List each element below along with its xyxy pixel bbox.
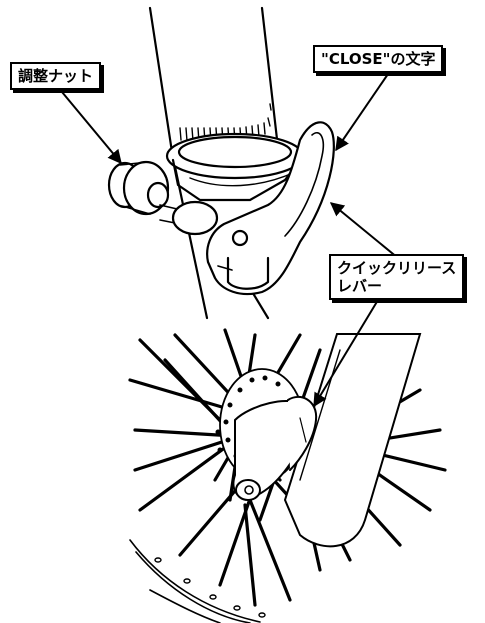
adjust-nut-label: 調整ナット: [10, 62, 102, 90]
wheel-hub-illustration: [128, 328, 447, 623]
callout-arrows: [61, 73, 399, 408]
quick-release-lever-label: クイックリリース レバー: [329, 254, 465, 300]
quick-release-text-line1: クイックリリース: [337, 259, 457, 277]
arrow-to-close-mark: [335, 73, 389, 152]
fork-closeup-illustration: [107, 6, 335, 320]
arrow-to-hub-lever: [313, 299, 379, 408]
quick-release-text-line2: レバー: [337, 277, 383, 295]
close-mark-text: "CLOSE"の文字: [321, 50, 436, 68]
arrow-to-lever: [329, 202, 399, 259]
adjust-nut-text: 調整ナット: [18, 67, 94, 85]
arrow-to-adjust-nut: [61, 91, 122, 165]
close-mark-label: "CLOSE"の文字: [313, 45, 444, 73]
